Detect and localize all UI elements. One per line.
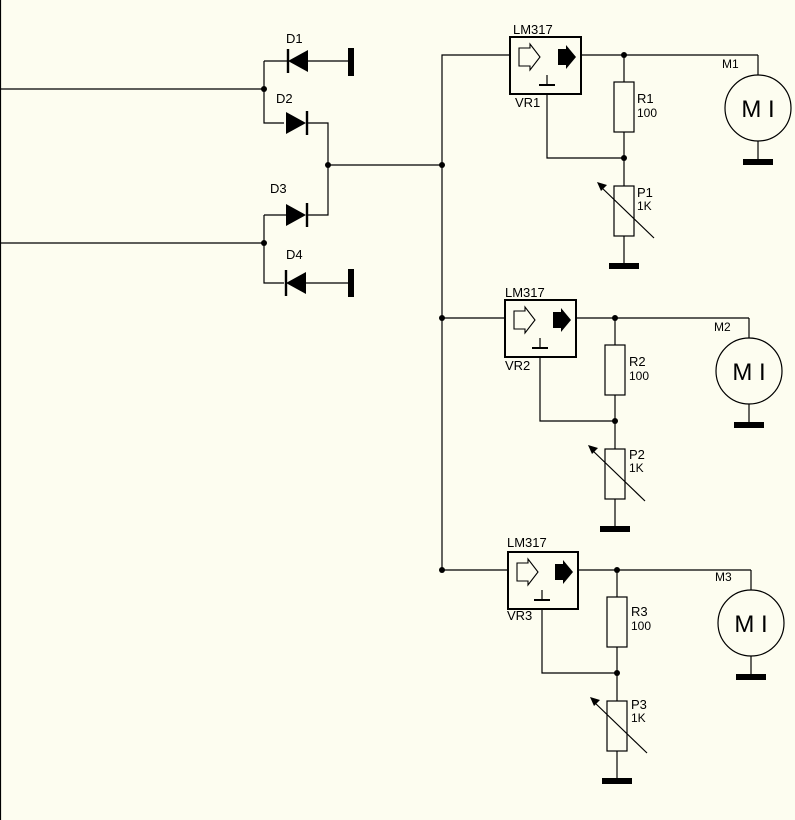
- output-arrow-icon: [555, 560, 573, 584]
- resistor-value-label: 100: [637, 106, 657, 120]
- diode-d2: [286, 111, 309, 135]
- pot-value-label: 1K: [629, 461, 644, 475]
- junction-dot: [439, 567, 445, 573]
- junction-dot: [612, 418, 618, 424]
- output-arrow-icon: [553, 308, 571, 332]
- ground-icon: [348, 269, 354, 297]
- motor-glyph: M I: [732, 359, 765, 386]
- resistor-ref-label: R1: [637, 91, 654, 106]
- ground-icon: [348, 48, 354, 76]
- lm317-regulator: [507, 551, 579, 610]
- junction-dot: [261, 86, 267, 92]
- motor: M I: [717, 589, 785, 657]
- resistor-value-label: 100: [631, 619, 651, 633]
- regulator-part-label: LM317: [505, 285, 545, 300]
- motor-ref-label: M2: [714, 320, 731, 334]
- motor-ref-label: M3: [715, 570, 732, 584]
- input-arrow-icon: [513, 305, 536, 335]
- junction-dot: [621, 52, 627, 58]
- ground-icon: [602, 778, 632, 784]
- resistor: [613, 81, 635, 133]
- ground-icon: [600, 526, 630, 532]
- diode-d1: [286, 48, 354, 76]
- diode-label: D4: [286, 247, 303, 262]
- junction-dot: [612, 315, 618, 321]
- junction-dot: [439, 162, 445, 168]
- junction-dot: [621, 155, 627, 161]
- ground-icon: [736, 674, 766, 680]
- bridge-rectifier: D1 D2 D3 D4: [261, 31, 442, 297]
- resistor-value-label: 100: [629, 369, 649, 383]
- junction-dot: [614, 670, 620, 676]
- motor: M I: [715, 337, 783, 405]
- resistor-ref-label: R3: [631, 604, 648, 619]
- diode-label: D1: [286, 31, 303, 46]
- ground-icon: [609, 263, 639, 269]
- junction-dot: [439, 315, 445, 321]
- resistor: [604, 344, 626, 396]
- regulator-part-label: LM317: [507, 535, 547, 550]
- pot-value-label: 1K: [631, 711, 646, 725]
- pot-ref-label: P1: [637, 185, 653, 200]
- resistor: [606, 596, 628, 648]
- regulator-part-label: LM317: [513, 22, 553, 37]
- junction-dot: [614, 567, 620, 573]
- diode-d4: [284, 269, 354, 297]
- ground-icon: [743, 159, 773, 165]
- pot-ref-label: P3: [631, 697, 647, 712]
- diode-label: D2: [276, 91, 293, 106]
- regulator-ref-label: VR1: [515, 95, 540, 110]
- pot-value-label: 1K: [637, 199, 652, 213]
- junction-dot: [261, 240, 267, 246]
- resistor-ref-label: R2: [629, 354, 646, 369]
- diode-label: D3: [270, 181, 287, 196]
- regulator-stage-3: M I LM317 VR3 R3 100 P3 1K M3: [507, 535, 785, 784]
- motor: M I: [724, 74, 792, 142]
- motor-glyph: M I: [734, 611, 767, 638]
- input-arrow-icon: [516, 557, 539, 587]
- lm317-regulator: [504, 299, 577, 358]
- supply-rail: [439, 54, 510, 573]
- input-arrow-icon: [518, 42, 541, 72]
- regulator-ref-label: VR3: [507, 608, 532, 623]
- regulator-stage-1: M I LM317 VR1 R1 100 P1 1K M1: [509, 22, 792, 269]
- regulator-stage-2: M I LM317 VR2 R2 100 P2 1K M2: [504, 285, 783, 532]
- regulator-ref-label: VR2: [505, 358, 530, 373]
- lm317-regulator: [509, 36, 582, 95]
- pot-ref-label: P2: [629, 447, 645, 462]
- ground-icon: [734, 422, 764, 428]
- motor-glyph: M I: [741, 96, 774, 123]
- output-arrow-icon: [558, 45, 576, 69]
- motor-ref-label: M1: [722, 57, 739, 71]
- junction-dot: [325, 162, 331, 168]
- diode-d3: [286, 203, 309, 227]
